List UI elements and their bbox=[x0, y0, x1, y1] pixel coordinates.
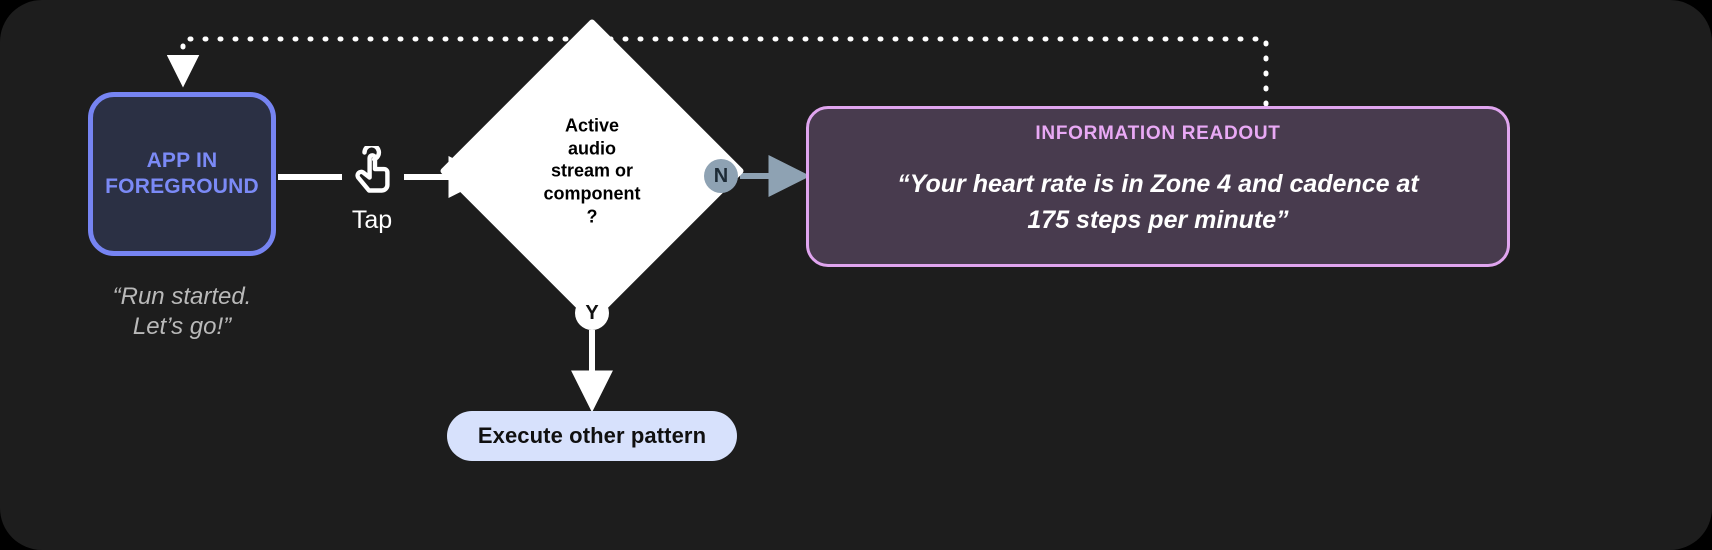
branch-badge-yes: Y bbox=[575, 296, 609, 330]
node-app-in-foreground[interactable]: APP IN FOREGROUND bbox=[88, 92, 276, 256]
readout-body-line1: “Your heart rate is in Zone 4 and cadenc… bbox=[897, 170, 1419, 198]
edge-readout-feedback-to-app bbox=[166, 36, 1269, 107]
app-node-caption: “Run started. Let’s go!” bbox=[56, 282, 308, 342]
readout-body: “Your heart rate is in Zone 4 and cadenc… bbox=[809, 167, 1507, 238]
app-node-label: APP IN FOREGROUND bbox=[105, 148, 259, 200]
tap-hand-icon bbox=[355, 146, 390, 193]
decision-label-line1: Active bbox=[564, 115, 620, 136]
branch-badge-no: N bbox=[704, 159, 738, 193]
decision-label-line4: component bbox=[543, 183, 641, 204]
app-node-label-line2: FOREGROUND bbox=[105, 175, 259, 198]
app-node-label-line1: APP IN bbox=[146, 148, 218, 172]
decision-node-label: Active audio stream or component ? bbox=[504, 114, 680, 227]
readout-title: INFORMATION READOUT bbox=[1035, 123, 1281, 144]
tap-gesture-label: Tap bbox=[351, 206, 393, 234]
readout-body-line2: 175 steps per minute” bbox=[1027, 205, 1289, 234]
decision-label-line2: audio bbox=[568, 137, 616, 158]
app-caption-line2: Let’s go!” bbox=[132, 313, 232, 341]
decision-label-line3: stream or bbox=[550, 160, 634, 181]
node-decision-active-audio[interactable]: Active audio stream or component ? bbox=[439, 18, 745, 324]
node-execute-other-pattern[interactable]: Execute other pattern bbox=[447, 411, 737, 461]
decision-label-line5: ? bbox=[586, 206, 598, 227]
app-caption-line1: “Run started. bbox=[112, 283, 252, 310]
execute-pill-label: Execute other pattern bbox=[477, 423, 707, 448]
node-information-readout[interactable]: INFORMATION READOUT “Your heart rate is … bbox=[806, 106, 1510, 267]
